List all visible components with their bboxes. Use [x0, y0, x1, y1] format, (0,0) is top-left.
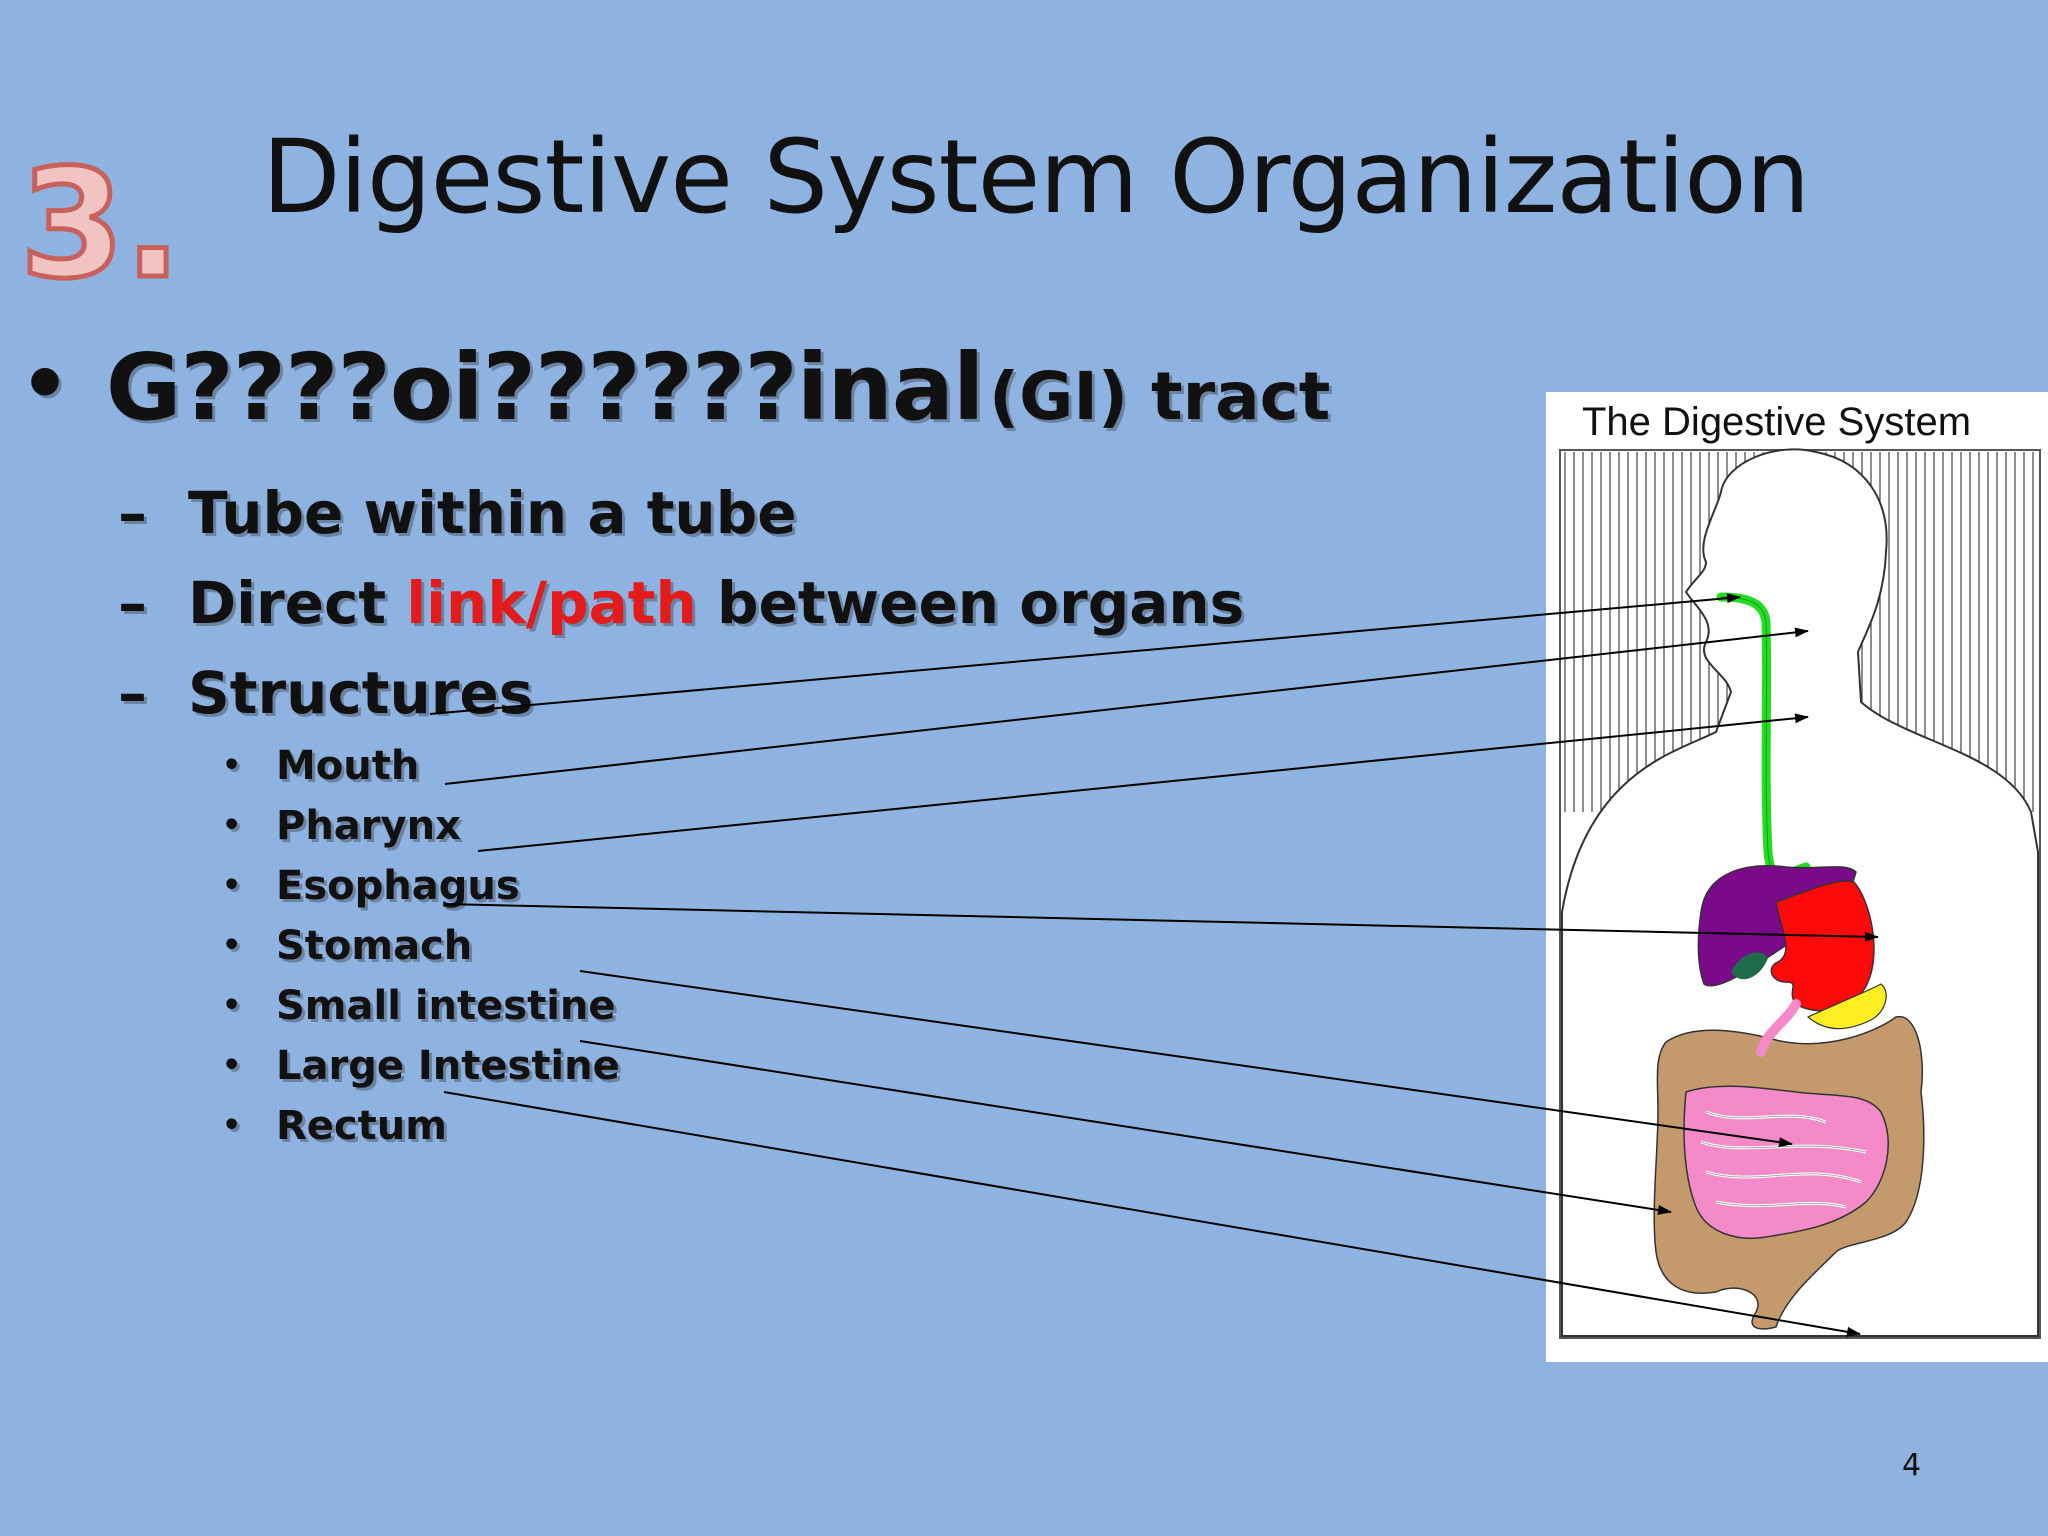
main-bullet-rest: (GI) tract — [989, 358, 1331, 435]
structure-item: • Pharynx — [222, 806, 461, 846]
dash-icon: – — [118, 479, 147, 547]
arrow-large-intestine — [579, 1040, 1672, 1215]
structure-item: • Mouth — [222, 746, 419, 786]
page-number: 4 — [1902, 1448, 1922, 1483]
sub-bullet-tube-text: Tube within a tube — [188, 479, 797, 547]
structure-label: Stomach — [276, 923, 473, 969]
arrow-stomach — [443, 903, 1879, 942]
sub-bullet-direct-pre: Direct — [188, 569, 387, 637]
bullet-icon: • — [222, 1048, 242, 1083]
figure-title: The Digestive System — [1582, 400, 1972, 444]
structure-label: Small intestine — [276, 983, 616, 1029]
bullet-icon: • — [222, 928, 242, 963]
dash-icon: – — [118, 569, 147, 637]
structure-label: Esophagus — [276, 863, 520, 909]
arrow-mouth — [429, 593, 1741, 715]
slide-number-graphic: 3. — [17, 138, 183, 312]
structure-item: • Small intestine — [222, 986, 616, 1026]
sub-bullet-direct-highlight: link/path — [406, 569, 697, 637]
digestive-system-illustration — [1559, 448, 2041, 1339]
bullet-icon: • — [222, 748, 242, 783]
sub-bullet-tube: –Tube within a tube — [118, 484, 797, 542]
structure-item: • Esophagus — [222, 866, 520, 906]
sub-bullet-structures-text: Structures — [188, 659, 534, 727]
sub-bullet-direct: –Direct link/path between organs — [118, 574, 1244, 632]
structure-item: • Rectum — [222, 1106, 447, 1146]
arrow-esophagus — [477, 713, 1809, 852]
arrow-small-intestine — [579, 970, 1793, 1148]
dash-icon: – — [118, 659, 147, 727]
page-title: Digestive System Organization — [262, 118, 1810, 237]
structure-label: Rectum — [276, 1103, 447, 1149]
small-intestine — [1683, 1085, 1889, 1239]
arrow-rectum — [443, 1091, 1861, 1337]
structure-label: Mouth — [276, 743, 420, 789]
structure-label: Pharynx — [276, 803, 461, 849]
structure-item: • Stomach — [222, 926, 472, 966]
bullet-icon: • — [222, 1108, 242, 1143]
bullet-icon: • — [222, 988, 242, 1023]
sub-bullet-structures: –Structures — [118, 664, 533, 722]
structure-label: Large Intestine — [276, 1043, 620, 1089]
bullet-icon: • — [222, 808, 242, 843]
digestive-system-diagram: The Digestive System — [1546, 392, 2048, 1362]
gallbladder — [1731, 952, 1768, 980]
structure-item: • Large Intestine — [222, 1046, 620, 1086]
main-bullet-term: G????oi??????inal — [105, 334, 985, 441]
bullet-icon: • — [222, 868, 242, 903]
pancreas — [1806, 983, 1887, 1030]
arrow-pharynx — [444, 627, 1809, 785]
stomach — [1770, 880, 1875, 1012]
bullet-icon: • — [20, 340, 70, 430]
main-bullet: •G????oi??????inal (GI) tract — [20, 342, 1330, 434]
sub-bullet-direct-post: between organs — [716, 569, 1245, 637]
